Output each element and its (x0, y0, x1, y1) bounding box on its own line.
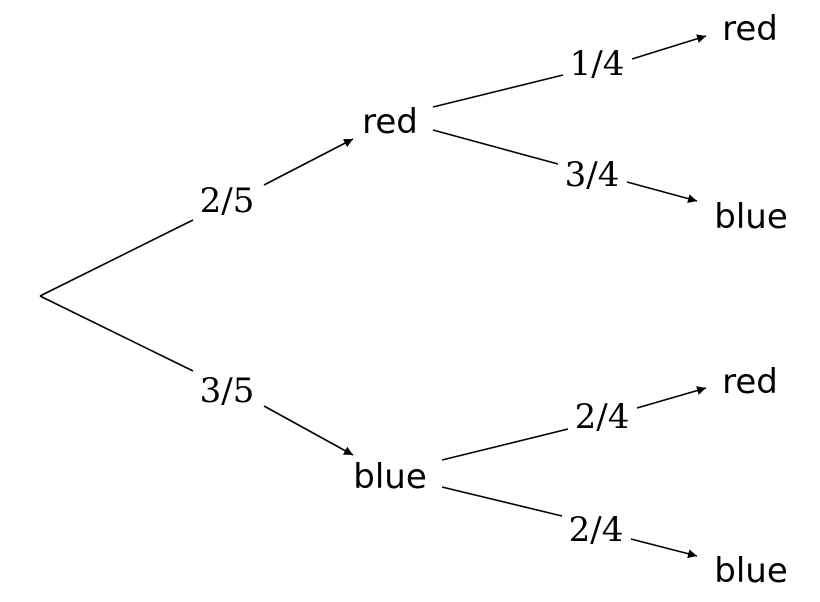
probability-label-blue: 3/5 (200, 371, 255, 411)
edge-root-to-red-upper (263, 138, 354, 186)
edge-blue-to-blue-upper (630, 538, 698, 559)
probability-label-red-blue: 3/4 (565, 155, 620, 195)
node-blue: blue (353, 457, 427, 497)
edge-blue-to-red-lower (441, 428, 569, 461)
edge-root-to-blue-lower (39, 295, 194, 372)
probability-label-blue-blue: 2/4 (569, 510, 624, 550)
edge-root-to-blue-upper (263, 405, 354, 456)
edge-blue-to-red-upper (636, 386, 707, 409)
node-red-red: red (722, 9, 778, 49)
node-blue-blue: blue (714, 551, 788, 591)
probability-label-blue-red: 2/4 (575, 397, 630, 437)
node-red: red (362, 102, 418, 142)
edge-red-to-blue-upper (626, 181, 698, 203)
probability-label-red: 2/5 (200, 181, 255, 221)
node-blue-red: red (722, 362, 778, 402)
probability-label-red-red: 1/4 (570, 44, 625, 84)
edge-blue-to-blue-lower (441, 486, 563, 517)
edge-red-to-blue-lower (432, 129, 559, 165)
edge-red-to-red-lower (432, 74, 564, 108)
edge-red-to-red-upper (631, 34, 707, 60)
edge-root-to-red-lower (39, 219, 194, 297)
node-red-blue: blue (714, 197, 788, 237)
